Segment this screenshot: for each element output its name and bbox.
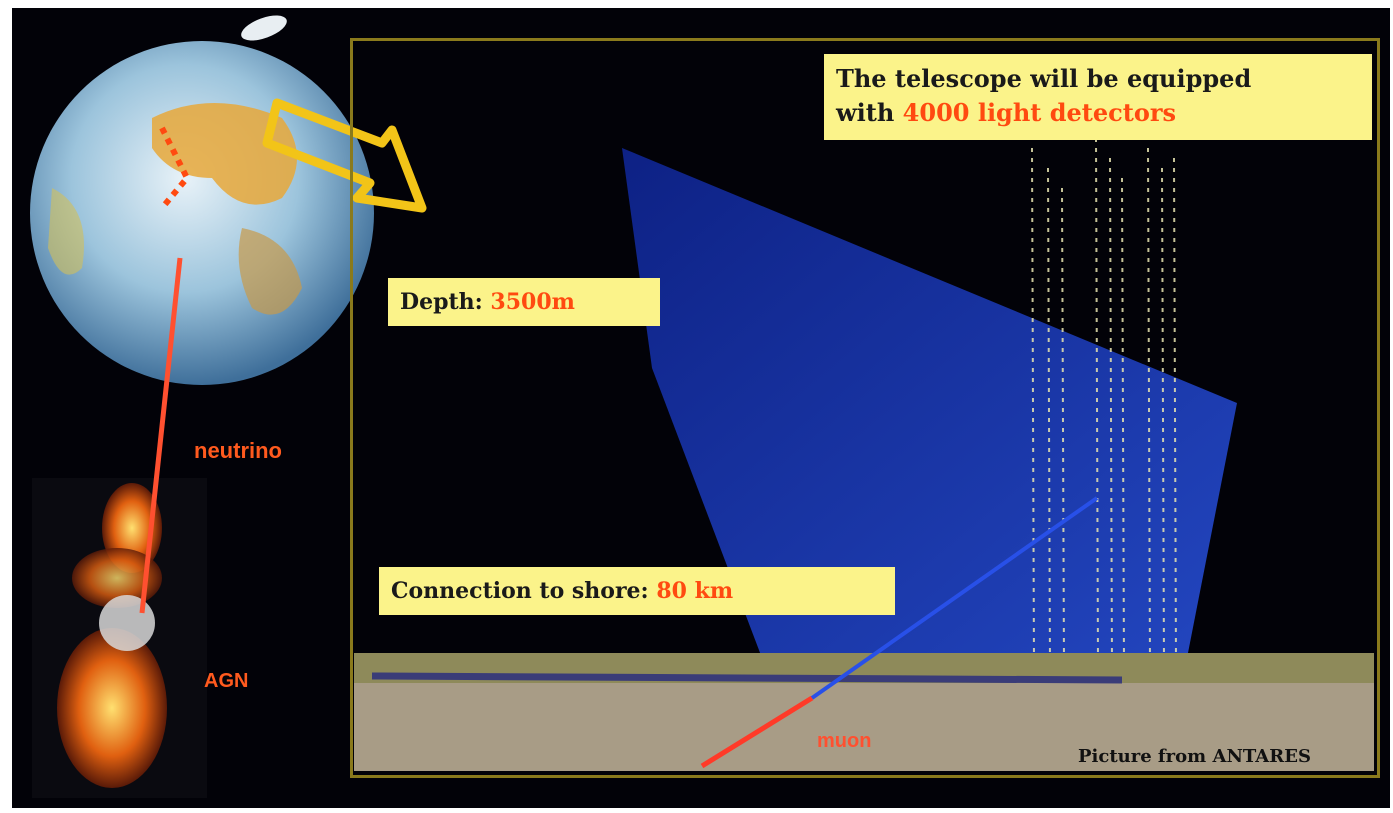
diagram-canvas: The telescope will be equipped with 4000… <box>12 8 1390 808</box>
detectors-note-line2-prefix: with <box>836 98 903 127</box>
shore-label: Connection to shore: <box>391 578 657 604</box>
neutrino-track <box>139 257 183 614</box>
earth-globe <box>30 41 374 385</box>
muon-track-upper <box>810 496 1099 700</box>
depth-label: Depth: <box>400 289 491 315</box>
detector-frame <box>350 38 1380 778</box>
neutrino-label: neutrino <box>194 438 282 463</box>
detector-volume <box>622 148 1237 658</box>
diagram-graphics <box>30 15 1374 798</box>
agn-image <box>32 478 207 798</box>
depth-value: 3500m <box>490 289 575 315</box>
shore-note: Connection to shore: 80 km <box>379 567 895 615</box>
location-arrow <box>262 98 427 213</box>
detector-strings <box>1031 137 1177 669</box>
depth-note: Depth: 3500m <box>388 278 660 326</box>
agn-label: AGN <box>204 670 249 692</box>
muon-label: muon <box>817 730 872 752</box>
muon-track-lower <box>700 695 814 769</box>
picture-credit: Picture from ANTARES <box>1078 746 1311 767</box>
shore-distance: 80 km <box>656 578 734 604</box>
detectors-note-line1: The telescope will be equipped <box>836 64 1252 93</box>
detectors-note: The telescope will be equipped with 4000… <box>824 54 1372 140</box>
shore-cable <box>371 672 1123 684</box>
detectors-count: 4000 light detectors <box>902 98 1176 127</box>
satellite-icon <box>241 15 287 41</box>
sea-floor <box>354 683 1374 771</box>
